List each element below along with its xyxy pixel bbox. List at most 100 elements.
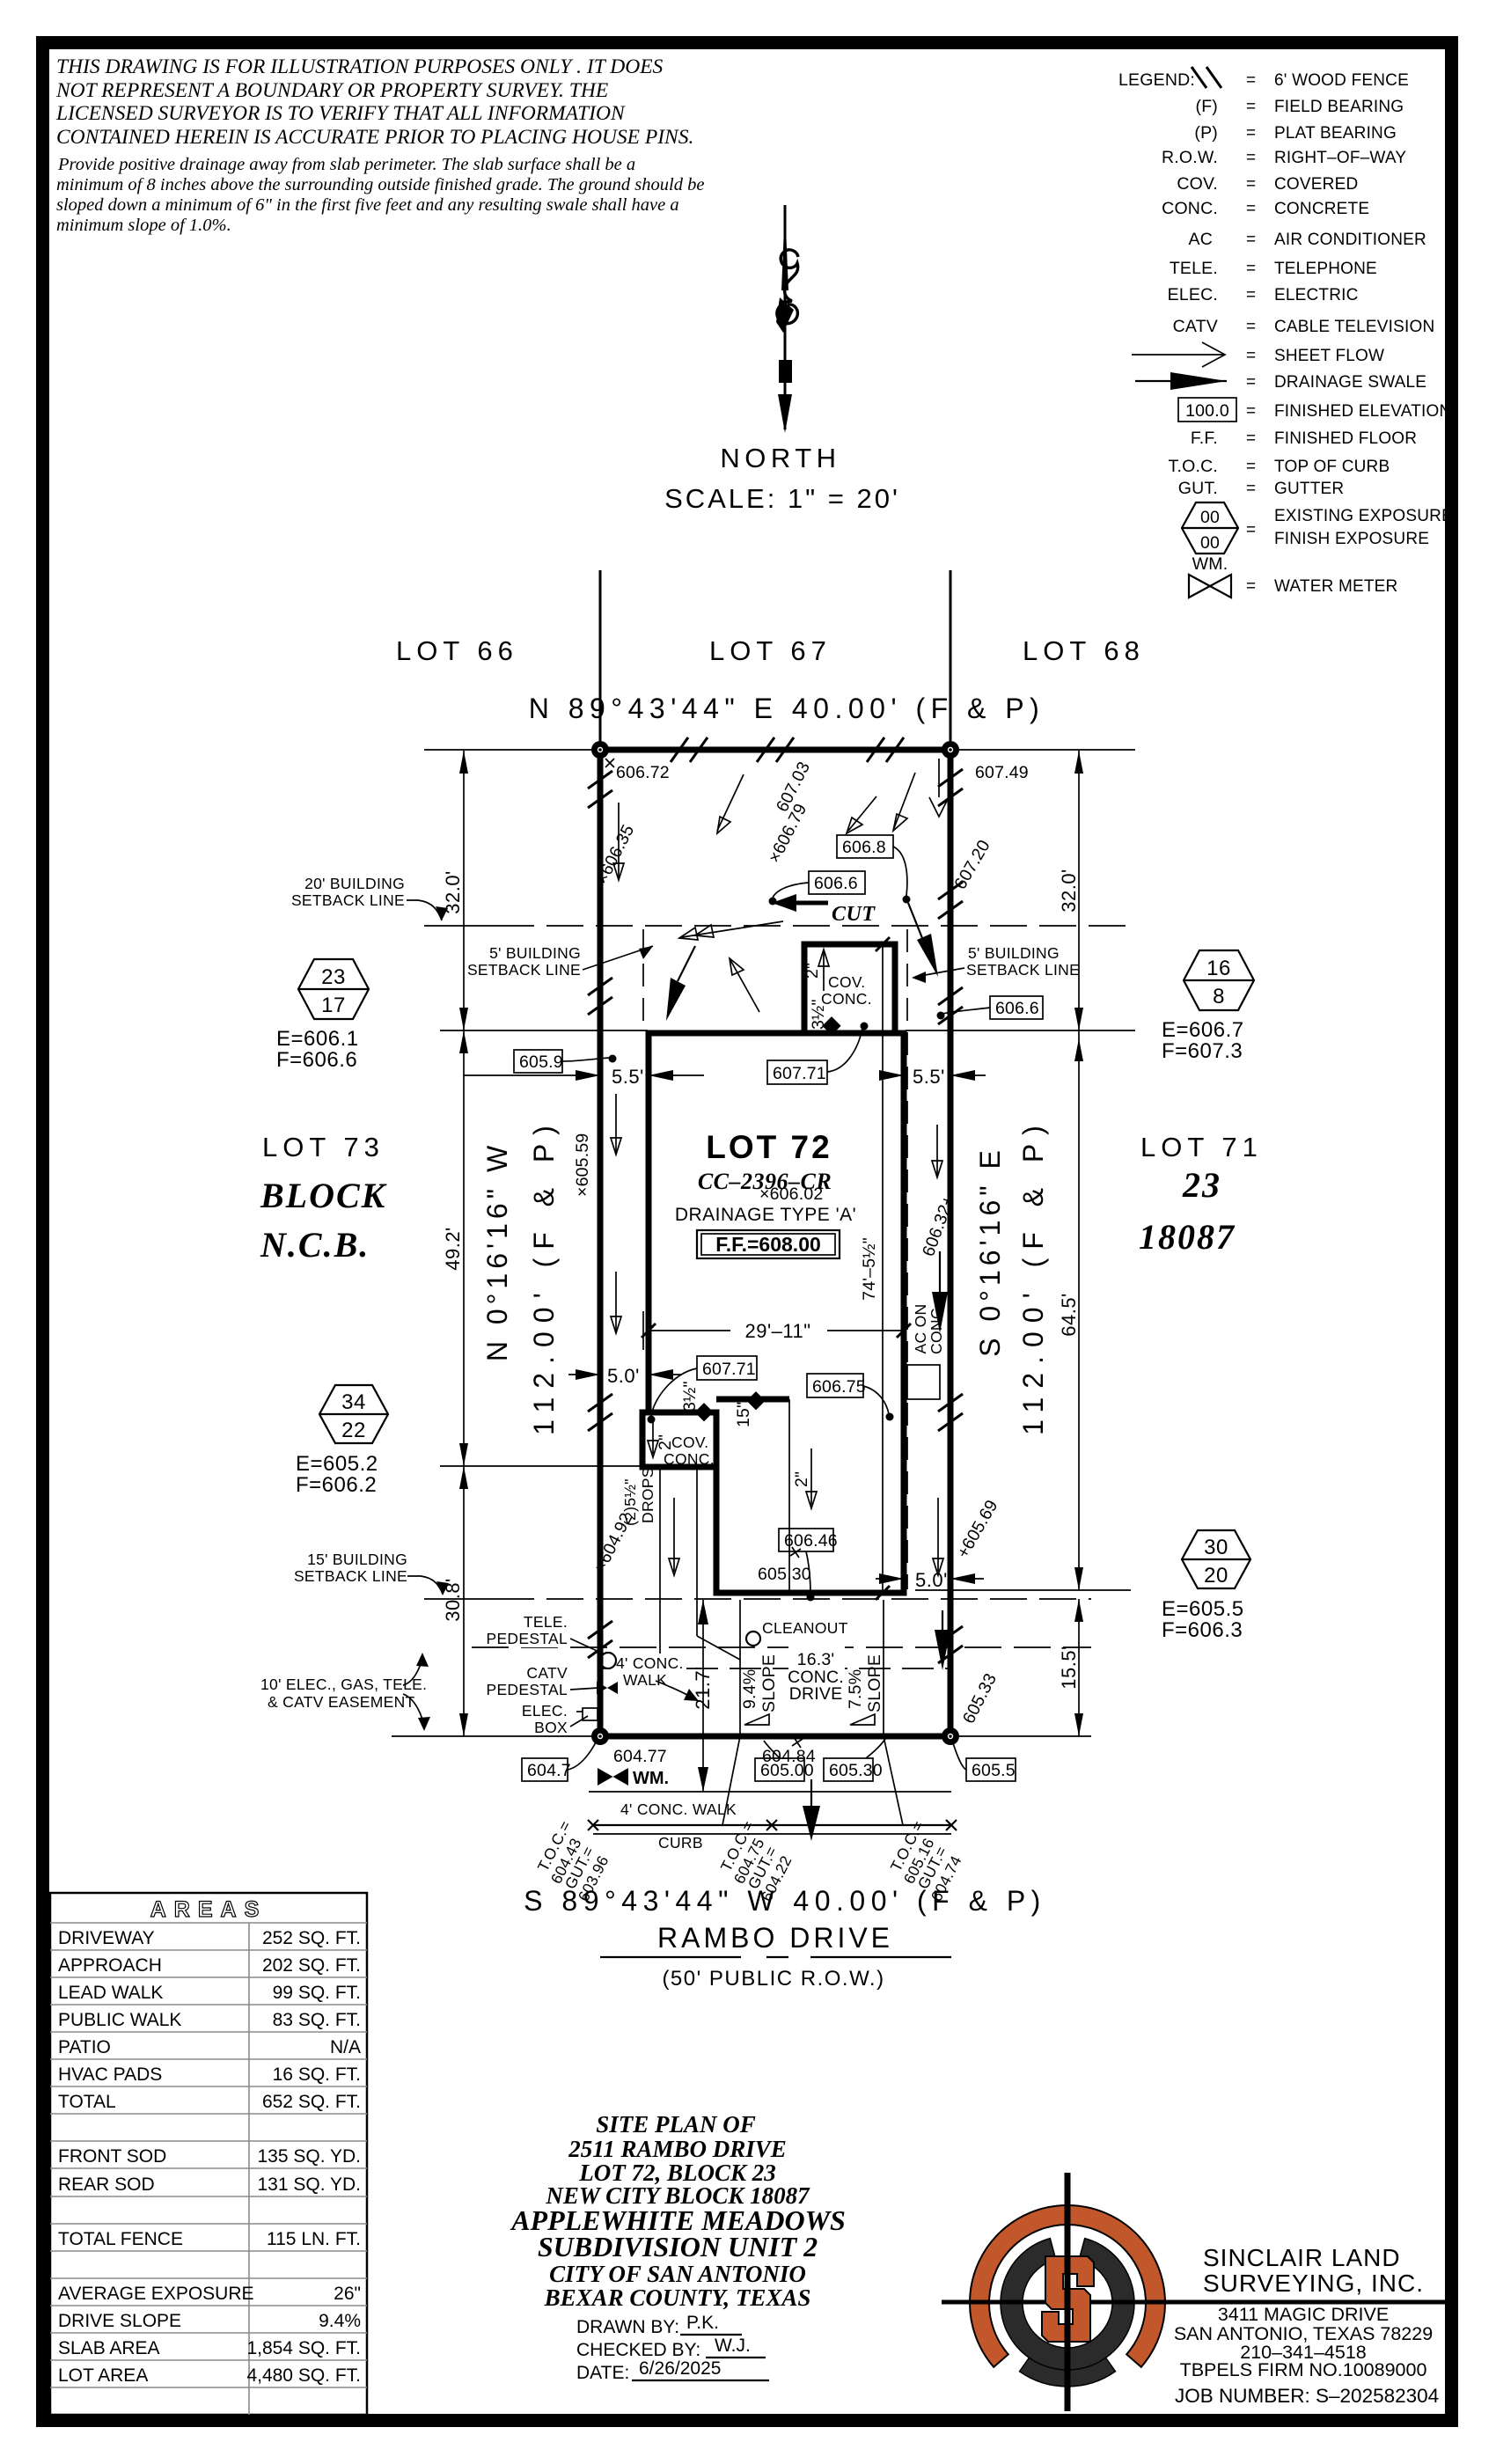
svg-text:AVERAGE EXPOSURE: AVERAGE EXPOSURE	[58, 2284, 254, 2304]
svg-text:=: =	[1246, 260, 1256, 278]
svg-text:PEDESTAL: PEDESTAL	[486, 1630, 568, 1647]
svg-text:2": 2"	[792, 1471, 811, 1487]
svg-text:×605.59: ×605.59	[573, 1133, 592, 1197]
svg-text:100.0: 100.0	[1185, 401, 1229, 421]
svg-text:605.5: 605.5	[972, 1761, 1016, 1780]
svg-text:16: 16	[1206, 957, 1231, 980]
svg-text:6' WOOD FENCE: 6' WOOD FENCE	[1274, 71, 1409, 90]
svg-text:HVAC PADS: HVAC PADS	[58, 2064, 162, 2085]
svg-text:604.84: 604.84	[762, 1747, 816, 1766]
svg-text:2": 2"	[803, 963, 822, 979]
svg-text:NOT REPRESENT A BOUNDARY OR PR: NOT REPRESENT A BOUNDARY OR PROPERTY SUR…	[55, 79, 608, 102]
svg-text:1,854 SQ. FT.: 1,854 SQ. FT.	[246, 2338, 361, 2358]
svg-text:E=606.7: E=606.7	[1162, 1018, 1244, 1042]
svg-text:DRAINAGE TYPE 'A': DRAINAGE TYPE 'A'	[675, 1205, 856, 1225]
svg-text:32.0': 32.0'	[1058, 869, 1080, 913]
svg-text:3½": 3½"	[680, 1381, 700, 1412]
svg-text:29'–11": 29'–11"	[744, 1320, 810, 1342]
svg-text:=: =	[1246, 429, 1256, 448]
svg-text:CONC.: CONC.	[821, 990, 872, 1008]
svg-text:CONTAINED HEREIN IS ACCURATE P: CONTAINED HEREIN IS ACCURATE PRIOR TO PL…	[56, 126, 693, 149]
svg-text:F=607.3: F=607.3	[1162, 1039, 1243, 1063]
svg-text:SETBACK LINE: SETBACK LINE	[467, 961, 581, 979]
svg-text:(50' PUBLIC R.O.W.): (50' PUBLIC R.O.W.)	[662, 1967, 884, 1991]
svg-text:4' CONC. WALK: 4' CONC. WALK	[620, 1800, 737, 1818]
svg-text:605.30: 605.30	[829, 1761, 883, 1780]
svg-text:minimum of 8 inches above the: minimum of 8 inches above the surroundin…	[56, 175, 704, 194]
svg-text:COVERED: COVERED	[1274, 175, 1358, 194]
svg-text:COV.: COV.	[828, 973, 865, 991]
svg-text:49.2': 49.2'	[442, 1227, 464, 1271]
svg-text:SINCLAIR LAND: SINCLAIR LAND	[1203, 2244, 1401, 2271]
svg-text:LOT 67: LOT 67	[709, 635, 832, 666]
svg-text:SCALE: 1" = 20': SCALE: 1" = 20'	[664, 483, 900, 514]
svg-text:18087: 18087	[1139, 1217, 1236, 1257]
svg-text:=: =	[1246, 577, 1256, 596]
svg-text:606.72: 606.72	[616, 763, 670, 782]
svg-text:=: =	[1246, 200, 1256, 218]
svg-text:(F): (F)	[1196, 97, 1219, 116]
svg-text:=: =	[1246, 402, 1256, 421]
svg-text:TBPELS FIRM NO.10089000: TBPELS FIRM NO.10089000	[1180, 2359, 1427, 2380]
svg-text:605.30: 605.30	[758, 1565, 811, 1584]
svg-text:WALK: WALK	[623, 1671, 667, 1689]
svg-text:BOX: BOX	[534, 1719, 568, 1736]
svg-text:F=606.3: F=606.3	[1162, 1618, 1243, 1642]
svg-text:Provide positive drainage away: Provide positive drainage away from slab…	[57, 155, 635, 174]
svg-text:652 SQ. FT.: 652 SQ. FT.	[262, 2092, 361, 2112]
svg-text:SLOPE: SLOPE	[759, 1654, 779, 1712]
svg-text:S 89°43'44" W 40.00' (F & P): S 89°43'44" W 40.00' (F & P)	[524, 1885, 1046, 1917]
svg-text:CATV: CATV	[1173, 317, 1218, 336]
svg-text:5' BUILDING: 5' BUILDING	[489, 944, 581, 962]
svg-text:AIR CONDITIONER: AIR CONDITIONER	[1274, 231, 1426, 249]
svg-text:DRAINAGE SWALE: DRAINAGE SWALE	[1274, 373, 1426, 392]
svg-text:TELEPHONE: TELEPHONE	[1274, 260, 1377, 278]
svg-text:REAR SOD: REAR SOD	[58, 2174, 155, 2195]
svg-text:CLEANOUT: CLEANOUT	[762, 1619, 848, 1637]
svg-text:CABLE TELEVISION: CABLE TELEVISION	[1274, 318, 1434, 336]
svg-text:LOT 73: LOT 73	[262, 1132, 385, 1162]
svg-text:FINISHED ELEVATION: FINISHED ELEVATION	[1274, 402, 1451, 421]
svg-text:CONC.: CONC.	[1162, 199, 1218, 218]
svg-text:=: =	[1246, 98, 1256, 116]
svg-text:TELE.: TELE.	[524, 1613, 568, 1631]
svg-text:BEXAR COUNTY, TEXAS: BEXAR COUNTY, TEXAS	[544, 2284, 811, 2311]
svg-text:S 0°16'16" E: S 0°16'16" E	[974, 1146, 1006, 1357]
svg-text:APPROACH: APPROACH	[58, 1955, 162, 1976]
svg-text:=: =	[1246, 124, 1256, 143]
svg-text:LEGEND:: LEGEND:	[1118, 70, 1195, 90]
svg-text:15.5': 15.5'	[1058, 1646, 1080, 1690]
svg-text:99 SQ. FT.: 99 SQ. FT.	[273, 1983, 361, 2003]
svg-text:32.0': 32.0'	[442, 870, 464, 914]
svg-text:CHECKED BY:: CHECKED BY:	[576, 2340, 700, 2360]
svg-text:DATE:: DATE:	[576, 2363, 629, 2383]
svg-text:FINISH EXPOSURE: FINISH EXPOSURE	[1274, 530, 1429, 548]
svg-text:4' CONC.: 4' CONC.	[616, 1654, 684, 1672]
svg-text:SLOPE: SLOPE	[865, 1654, 884, 1712]
svg-text:112.00' (F & P): 112.00' (F & P)	[1017, 1117, 1049, 1435]
svg-text:GUT.: GUT.	[1178, 479, 1218, 498]
svg-text:LOT AREA: LOT AREA	[58, 2365, 148, 2386]
svg-text:4,480 SQ. FT.: 4,480 SQ. FT.	[246, 2365, 361, 2386]
svg-text:34: 34	[341, 1390, 366, 1414]
svg-text:607.71: 607.71	[773, 1064, 826, 1083]
svg-text:SURVEYING, INC.: SURVEYING, INC.	[1203, 2270, 1424, 2297]
svg-text:16 SQ. FT.: 16 SQ. FT.	[273, 2064, 361, 2085]
svg-text:COV.: COV.	[671, 1434, 708, 1451]
svg-text:6/26/2025: 6/26/2025	[639, 2358, 721, 2379]
svg-text:135 SQ. YD.: 135 SQ. YD.	[257, 2146, 361, 2167]
svg-text:210–341–4518: 210–341–4518	[1240, 2342, 1367, 2363]
svg-text:CC–2396–CR: CC–2396–CR	[698, 1169, 832, 1194]
svg-text:& CATV EASEMENT: & CATV EASEMENT	[268, 1693, 415, 1711]
svg-text:WM.: WM.	[633, 1769, 669, 1788]
svg-text:TOTAL FENCE: TOTAL FENCE	[58, 2229, 183, 2249]
svg-text:26": 26"	[334, 2284, 361, 2304]
svg-text:PEDESTAL: PEDESTAL	[486, 1681, 568, 1698]
svg-text:SETBACK LINE: SETBACK LINE	[291, 891, 405, 909]
svg-text:3411 MAGIC DRIVE: 3411 MAGIC DRIVE	[1218, 2304, 1389, 2325]
svg-text:SAN ANTONIO, TEXAS 78229: SAN ANTONIO, TEXAS 78229	[1174, 2323, 1433, 2344]
svg-text:=: =	[1246, 347, 1256, 365]
svg-text:605.9: 605.9	[519, 1052, 563, 1072]
svg-text:115 LN. FT.: 115 LN. FT.	[267, 2229, 361, 2249]
svg-text:DRIVE: DRIVE	[789, 1684, 843, 1704]
